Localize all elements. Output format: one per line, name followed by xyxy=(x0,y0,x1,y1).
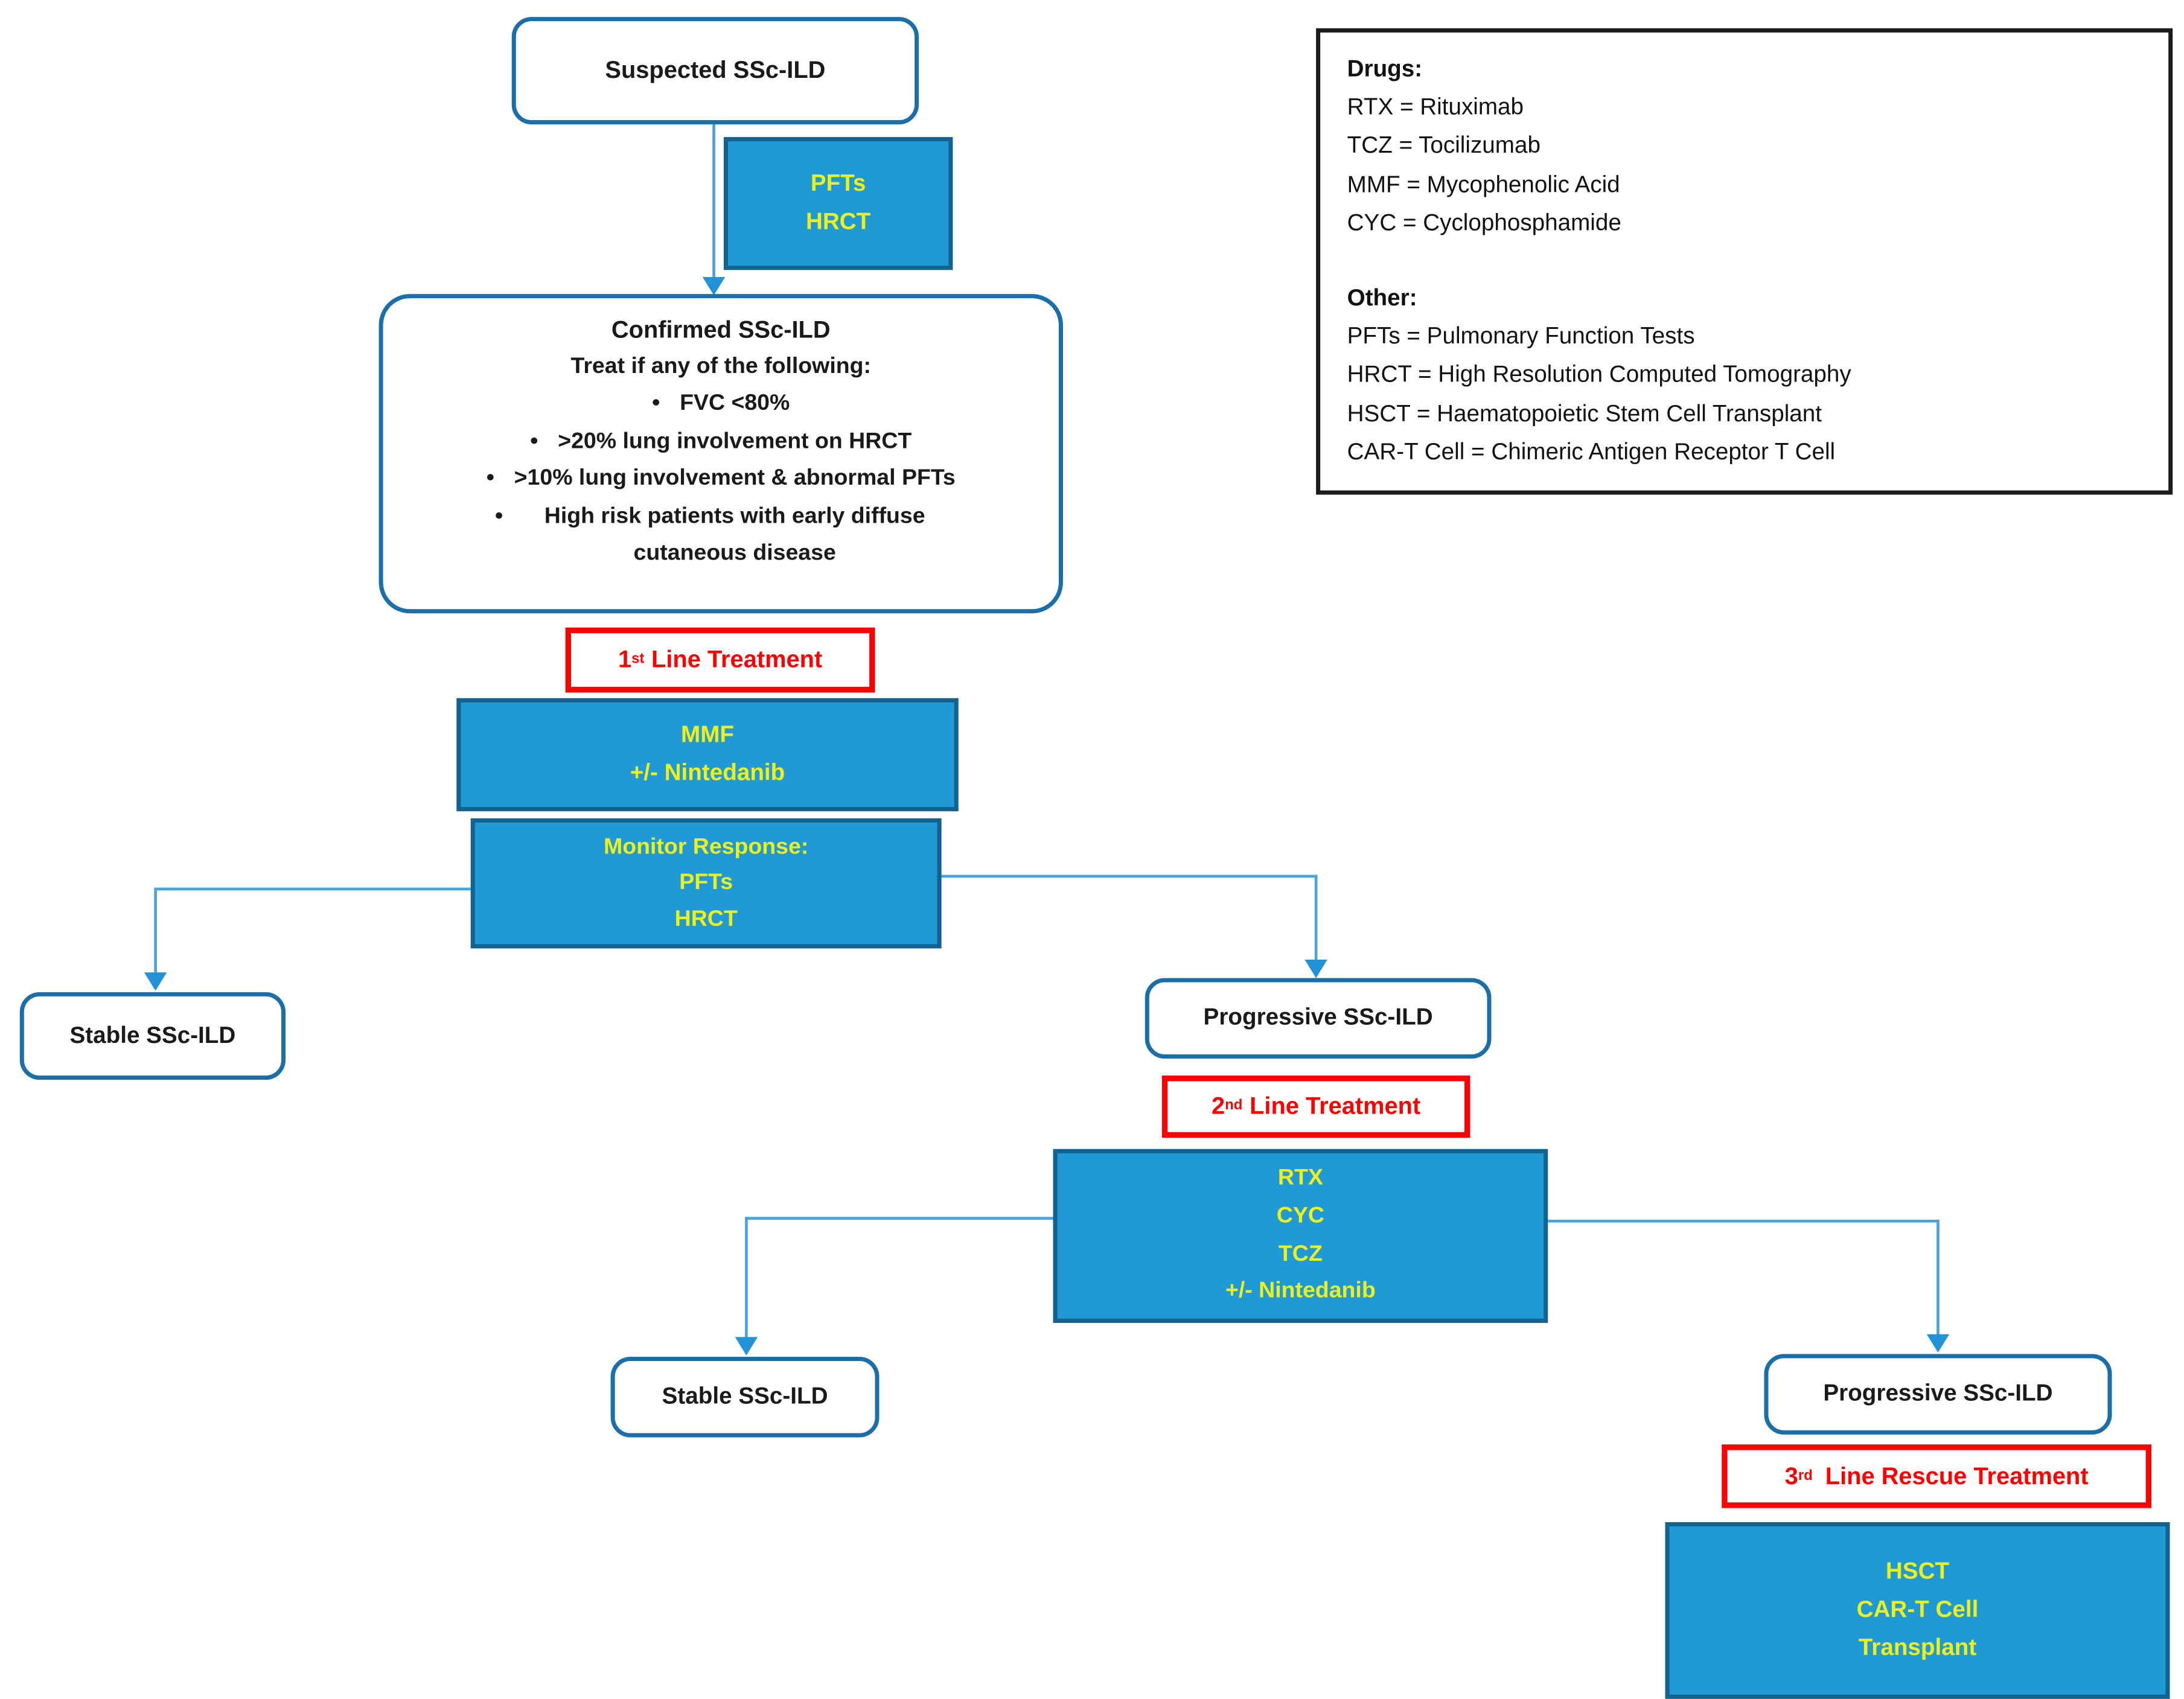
arrowhead-progressive-2 xyxy=(1926,1334,1950,1353)
node-label: Stable SSc-ILD xyxy=(69,1022,236,1048)
node-mmf-nintedanib: MMF +/- Nintedanib xyxy=(456,698,959,812)
node-confirmed-ssc-ild: Confirmed SSc-ILD Treat if any of the fo… xyxy=(378,294,1063,614)
connector-monitor-progressive-v xyxy=(1314,875,1318,964)
legend-item-cyc: CYC = Cyclophosphamide xyxy=(1347,210,1621,236)
connector-monitor-stable-v xyxy=(154,887,157,978)
connector-monitor-progressive-h xyxy=(941,875,1318,878)
node-rtx-cyc-tcz: RTX CYC TCZ +/- Nintedanib xyxy=(1053,1149,1548,1323)
node-label: Progressive SSc-ILD xyxy=(1203,1004,1433,1031)
bullet-icon: • xyxy=(652,391,660,416)
monitor-pfts: PFTs xyxy=(679,870,733,895)
arrowhead-stable-2 xyxy=(735,1337,758,1356)
criterion-fvc: •FVC <80% xyxy=(652,391,790,416)
node-label: Progressive SSc-ILD xyxy=(1823,1380,2053,1406)
legend-item-cart: CAR-T Cell = Chimeric Antigen Receptor T… xyxy=(1347,439,1836,465)
connector-monitor-stable-h xyxy=(155,887,471,891)
arrowhead-progressive-1 xyxy=(1304,960,1327,978)
connector-rtx-progressive-h xyxy=(1548,1219,1940,1223)
nintedanib-line: +/- Nintedanib xyxy=(1225,1280,1376,1304)
ordinal-number: 1 xyxy=(618,646,632,673)
legend-other-heading: Other: xyxy=(1347,285,1417,311)
legend-item-mmf: MMF = Mycophenolic Acid xyxy=(1347,171,1620,197)
arrowhead-stable-1 xyxy=(144,972,167,991)
legend-drugs-heading: Drugs: xyxy=(1347,56,1423,82)
connector-rtx-stable-h xyxy=(746,1217,1053,1220)
cart-cell-line: CAR-T Cell xyxy=(1856,1596,1979,1623)
node-label: Stable SSc-ILD xyxy=(662,1383,828,1409)
node-progressive-ssc-ild-1: Progressive SSc-ILD xyxy=(1145,978,1492,1059)
cyc-line: CYC xyxy=(1276,1203,1324,1228)
nintedanib-line: +/- Nintedanib xyxy=(630,760,785,786)
treatment-label-text: Line Treatment xyxy=(651,646,823,673)
legend-item-rtx: RTX = Rituximab xyxy=(1347,95,1524,121)
node-monitor-response: Monitor Response: PFTs HRCT xyxy=(470,818,942,949)
monitor-hrct: HRCT xyxy=(674,907,738,931)
legend-item-tcz: TCZ = Tocilizumab xyxy=(1347,133,1541,159)
hsct-line: HSCT xyxy=(1885,1558,1950,1584)
tcz-line: TCZ xyxy=(1278,1242,1323,1266)
connector-rtx-stable-v xyxy=(745,1217,748,1343)
transplant-line: Transplant xyxy=(1858,1635,1977,1661)
criterion-20pct: •>20% lung involvement on HRCT xyxy=(530,429,912,453)
node-suspected-ssc-ild: Suspected SSc-ILD xyxy=(511,17,919,125)
criterion-high-risk: •High risk patients with early diffuse c… xyxy=(495,503,925,566)
treatment-label-text: Line Rescue Treatment xyxy=(1825,1462,2089,1489)
connector-rtx-progressive-v xyxy=(1937,1219,1940,1340)
bullet-icon: • xyxy=(495,503,503,528)
ordinal-number: 2 xyxy=(1212,1092,1225,1120)
hrct-line: HRCT xyxy=(805,209,871,235)
monitor-title: Monitor Response: xyxy=(604,835,809,859)
node-pfts-hrct: PFTs HRCT xyxy=(723,137,953,270)
ordinal-number: 3 xyxy=(1784,1462,1798,1489)
connector-suspected-confirmed xyxy=(712,124,715,283)
legend-item-hsct: HSCT = Haematopoietic Stem Cell Transpla… xyxy=(1347,401,1822,427)
arrowhead-confirmed xyxy=(702,276,726,296)
rtx-line: RTX xyxy=(1277,1165,1323,1190)
node-progressive-ssc-ild-2: Progressive SSc-ILD xyxy=(1764,1354,2112,1435)
node-stable-ssc-ild-2: Stable SSc-ILD xyxy=(610,1357,880,1438)
node-label: Suspected SSc-ILD xyxy=(605,56,826,84)
mmf-line: MMF xyxy=(681,722,735,748)
legend-item-pfts: PFTs = Pulmonary Function Tests xyxy=(1347,324,1695,349)
legend-item-hrct: HRCT = High Resolution Computed Tomograp… xyxy=(1347,362,1851,388)
criterion-10pct: •>10% lung involvement & abnormal PFTs xyxy=(486,466,956,491)
confirmed-subtitle: Treat if any of the following: xyxy=(570,354,871,379)
legend-abbreviations: Drugs: RTX = Rituximab TCZ = Tocilizumab… xyxy=(1316,28,2173,495)
bullet-icon: • xyxy=(530,429,538,453)
confirmed-title: Confirmed SSc-ILD xyxy=(611,316,831,344)
node-stable-ssc-ild-1: Stable SSc-ILD xyxy=(19,992,286,1080)
bullet-icon: • xyxy=(486,466,494,491)
pfts-line: PFTs xyxy=(810,170,866,196)
legend-spacer xyxy=(1347,243,2154,280)
node-hsct-cart: HSCT CAR-T Cell Transplant xyxy=(1665,1522,2170,1699)
treatment-label-text: Line Treatment xyxy=(1250,1092,1421,1120)
